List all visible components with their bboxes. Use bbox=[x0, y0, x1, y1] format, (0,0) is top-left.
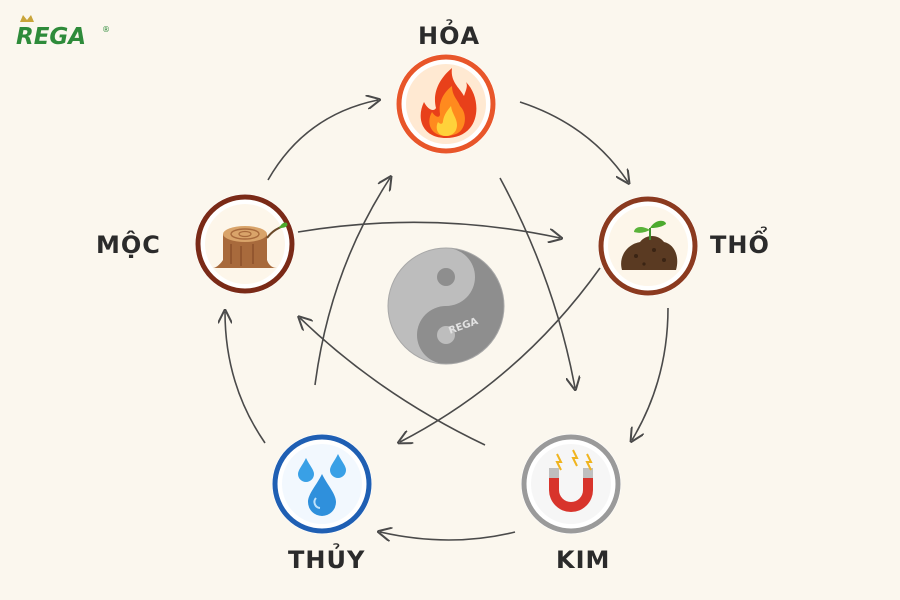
label-kim: KIM bbox=[556, 546, 611, 574]
node-moc bbox=[195, 194, 295, 294]
arrow-moc-to-hoa bbox=[267, 100, 378, 181]
magnet-icon bbox=[549, 449, 593, 512]
registered-mark: ® bbox=[102, 25, 110, 34]
arrow-thuy-to-moc bbox=[225, 312, 266, 444]
arrow-hoa-to-kim bbox=[499, 177, 575, 388]
arrow-thuy-to-hoa bbox=[314, 178, 390, 386]
node-tho bbox=[598, 196, 698, 296]
node-kim bbox=[521, 434, 621, 534]
arrow-kim-to-thuy bbox=[380, 532, 516, 540]
label-moc: MỘC bbox=[96, 231, 161, 259]
arrow-tho-to-thuy bbox=[400, 267, 601, 442]
label-tho: THỔ bbox=[710, 231, 770, 259]
water-drops-icon bbox=[298, 454, 346, 516]
crown-icon bbox=[20, 15, 34, 22]
label-hoa: HỎA bbox=[418, 22, 481, 50]
logo-text: REGA bbox=[16, 24, 86, 50]
rega-logo: REGA ® bbox=[16, 15, 110, 50]
controlling-cycle-arrows bbox=[297, 177, 601, 446]
arrow-moc-to-tho bbox=[297, 221, 560, 238]
arrow-hoa-to-tho bbox=[519, 101, 628, 182]
label-thuy: THỦY bbox=[288, 546, 366, 574]
yin-yang-icon: REGA bbox=[387, 247, 505, 365]
soil-sprout-icon bbox=[621, 220, 678, 270]
generating-cycle-arrows bbox=[225, 100, 669, 540]
tree-stump-icon bbox=[213, 222, 288, 268]
node-thuy bbox=[272, 434, 372, 534]
arrow-kim-to-moc bbox=[300, 318, 486, 446]
node-hoa bbox=[396, 54, 496, 154]
fire-icon bbox=[420, 68, 477, 138]
arrow-tho-to-kim bbox=[632, 307, 669, 440]
